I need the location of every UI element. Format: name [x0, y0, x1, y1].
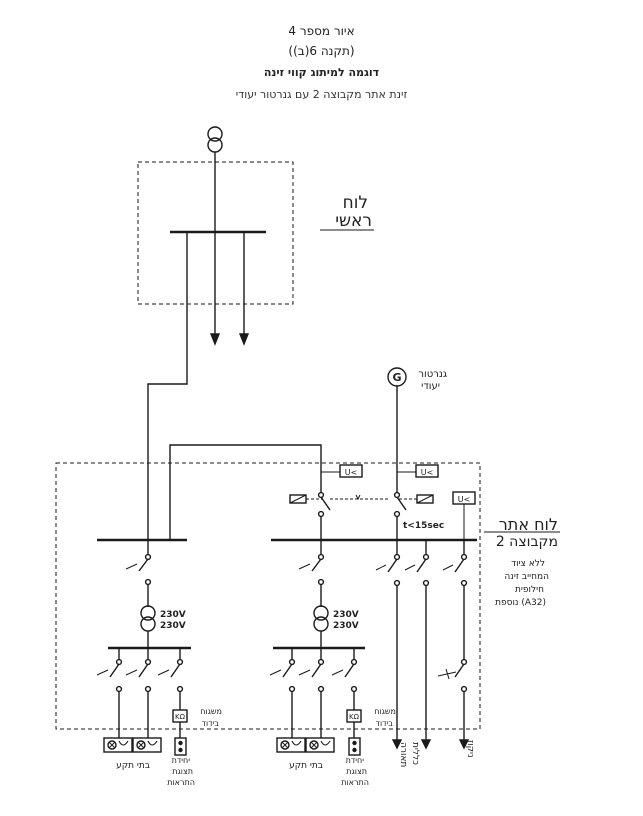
figure-number: איור מספר 4	[288, 24, 355, 38]
svg-text:230V: 230V	[160, 610, 186, 620]
undervoltage-relay	[415, 464, 439, 478]
isolation-transformer	[313, 605, 329, 632]
left-outgoing-3: KΩ משגוח בידוד	[157, 648, 222, 738]
general-label: כללית	[410, 742, 420, 765]
svg-text:U<: U<	[458, 495, 471, 504]
generator-label-1: גנרטור	[418, 369, 447, 380]
feeder-to-site	[147, 232, 188, 540]
no-backup-note-4: נוספת (A32)	[495, 598, 546, 608]
svg-text:תצוגת: תצוגת	[172, 767, 193, 776]
no-backup-note-3: חילופית	[515, 585, 544, 595]
svg-text:משגוח: משגוח	[374, 707, 396, 716]
left-outgoing-2	[125, 648, 152, 738]
undervoltage-relay	[339, 464, 363, 478]
svg-text:230V: 230V	[160, 621, 186, 631]
svg-text:יחידת: יחידת	[346, 756, 365, 765]
changeover-switch-generator	[393, 491, 434, 540]
drain-label: ניקוז	[465, 740, 475, 758]
svg-text:U<: U<	[421, 468, 434, 477]
main-board-label-1: לוח	[343, 193, 368, 213]
socket-outlet	[276, 737, 306, 753]
socket-outlet	[103, 737, 133, 753]
circuit-arrow	[420, 739, 432, 750]
no-backup-note-1: ללא ציוד	[511, 559, 545, 569]
utility-transformer-symbol	[207, 126, 223, 153]
svg-text:בידוד: בידוד	[202, 719, 220, 728]
svg-text:230V: 230V	[333, 621, 359, 631]
right-outgoing-3: KΩ משגוח בידוד	[331, 648, 396, 738]
svg-text:KΩ: KΩ	[175, 713, 186, 721]
svg-text:230V: 230V	[333, 610, 359, 620]
circuit-arrow	[458, 739, 470, 750]
main-board-label-2: ראשי	[335, 211, 372, 231]
svg-text:G: G	[392, 371, 401, 384]
right-outgoing-1	[269, 648, 296, 738]
svg-text:U<: U<	[345, 468, 358, 477]
figure-subtitle: זינת אתר מקבוצה 2 עם גנרטור יעודי	[235, 88, 408, 101]
circuit-arrow	[391, 739, 403, 750]
svg-text:בידוד: בידוד	[376, 719, 394, 728]
transfer-delay: t<15sec	[403, 521, 444, 531]
svg-text:בתי תקע: בתי תקע	[289, 761, 323, 771]
site-board-label-2: מקבוצה 2	[496, 534, 558, 550]
site-board-label-1: לוח אתר	[499, 515, 558, 534]
regulation-reference: (תקנה 6(ב))	[288, 44, 355, 58]
site-board-frame	[55, 462, 481, 730]
svg-text:התראות: התראות	[341, 778, 369, 787]
isolated-section-right: 230V 230V	[273, 540, 365, 650]
svg-text:תצוגת: תצוגת	[346, 767, 367, 776]
main-board: לוח ראשי	[137, 126, 374, 540]
right-loads: בתי תקע יחידת תצוגת התראות	[276, 737, 369, 787]
drain-circuit	[437, 540, 468, 742]
isolation-transformer	[140, 605, 156, 632]
no-backup-note-2: המחייב זינה	[504, 572, 549, 582]
changeover-feed	[169, 444, 322, 540]
right-outgoing-2	[298, 648, 325, 738]
lighting-label: תאורה	[398, 742, 408, 767]
dedicated-generator: G גנרטור יעודי	[387, 367, 447, 495]
outgoing-arrow	[209, 333, 221, 346]
svg-text:יחידת: יחידת	[172, 756, 191, 765]
alarm-display-unit	[174, 737, 187, 756]
figure-title: דוגמה למיתוג קווי זינה	[263, 66, 380, 79]
outgoing-arrow	[238, 333, 250, 346]
socket-outlet	[132, 737, 162, 753]
svg-text:משגוח: משגוח	[200, 707, 222, 716]
svg-text:KΩ: KΩ	[349, 713, 360, 721]
left-outgoing-1	[96, 648, 123, 738]
svg-text:התראות: התראות	[167, 778, 195, 787]
lighting-circuit	[375, 540, 401, 742]
isolated-section-left: 230V 230V	[108, 540, 191, 650]
general-circuit	[404, 540, 430, 742]
general-loads: תאורה כללית ניקוז	[391, 739, 475, 767]
alarm-display-unit	[348, 737, 361, 756]
svg-text:בתי תקע: בתי תקע	[116, 761, 150, 771]
site-board: לוח אתר מקבוצה 2 U< U< U<	[55, 444, 560, 742]
socket-outlet	[305, 737, 335, 753]
left-loads: בתי תקע יחידת תצוגת התראות	[103, 737, 195, 787]
generator-label-2: יעודי	[421, 381, 440, 392]
changeover-switch-mains	[289, 491, 331, 540]
